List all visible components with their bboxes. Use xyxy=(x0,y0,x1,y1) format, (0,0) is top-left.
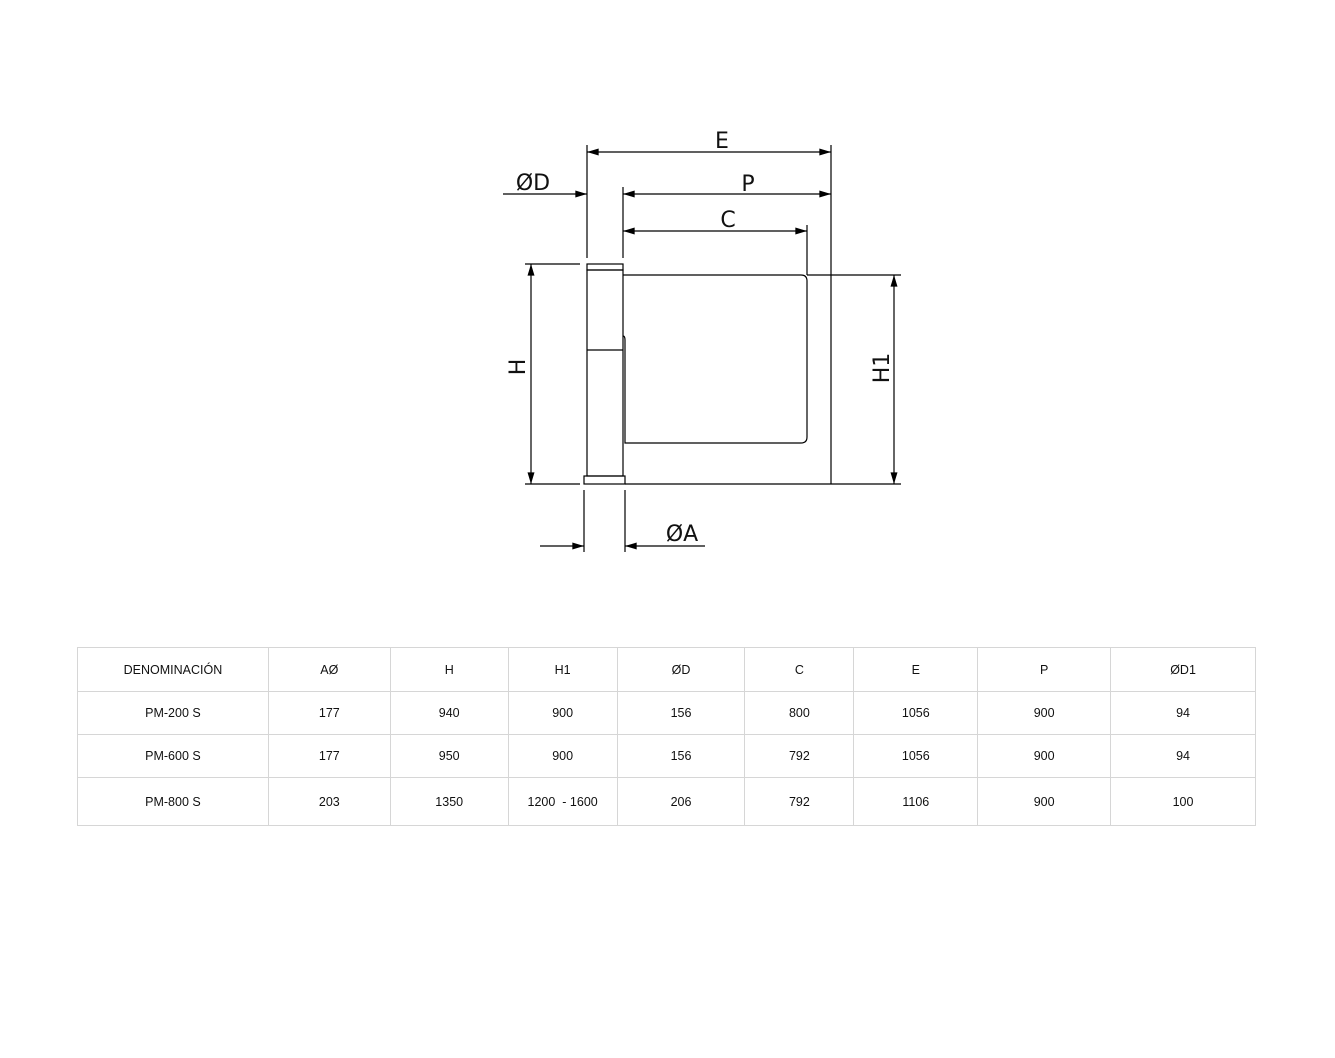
header-cell: C xyxy=(744,647,855,692)
cell: 206 xyxy=(616,777,746,826)
cell: 1056 xyxy=(853,734,979,778)
header-cell: H xyxy=(389,647,509,692)
cell: 900 xyxy=(507,691,618,735)
cell: 94 xyxy=(1110,734,1256,778)
cell: 940 xyxy=(389,691,509,735)
cell: 792 xyxy=(744,777,855,826)
cell: 950 xyxy=(389,734,509,778)
table-row: PM-200 S 177 940 900 156 800 1056 900 94 xyxy=(77,691,1256,735)
cell: 1200 - 1600 xyxy=(507,777,618,826)
post-body xyxy=(586,269,624,477)
technical-drawing: E ØD P C H H1 ØA xyxy=(503,129,901,552)
header-cell: AØ xyxy=(267,647,391,692)
post-base xyxy=(583,475,626,485)
dimensions-table: DENOMINACIÓN AØ H H1 ØD C E P ØD1 PM-200… xyxy=(77,647,1256,826)
cell: PM-200 S xyxy=(77,691,269,735)
table-row: PM-600 S 177 950 900 156 792 1056 900 94 xyxy=(77,734,1256,778)
cell: 177 xyxy=(267,734,391,778)
cell: 900 xyxy=(507,734,618,778)
cell: PM-800 S xyxy=(77,777,269,826)
cell: 177 xyxy=(267,691,391,735)
cell: 800 xyxy=(744,691,855,735)
post-cap xyxy=(586,263,624,271)
panel xyxy=(622,274,808,444)
cell: 1350 xyxy=(389,777,509,826)
label-h: H xyxy=(506,359,531,376)
label-h1: H1 xyxy=(870,353,895,384)
cell: 100 xyxy=(1110,777,1256,826)
label-p: P xyxy=(741,172,754,197)
cell: 94 xyxy=(1110,691,1256,735)
header-cell: E xyxy=(853,647,979,692)
header-cell: P xyxy=(977,647,1112,692)
cell: 900 xyxy=(977,734,1112,778)
cell: 156 xyxy=(616,734,746,778)
table-row: PM-800 S 203 1350 1200 - 1600 206 792 11… xyxy=(77,777,1256,826)
cell: PM-600 S xyxy=(77,734,269,778)
label-e: E xyxy=(715,129,729,154)
label-c: C xyxy=(720,208,735,233)
cell: 900 xyxy=(977,777,1112,826)
cell: 203 xyxy=(267,777,391,826)
cell: 1106 xyxy=(853,777,979,826)
label-d: ØD xyxy=(516,171,550,196)
cell: 1056 xyxy=(853,691,979,735)
label-a: ØA xyxy=(666,522,698,547)
header-cell: DENOMINACIÓN xyxy=(77,647,269,692)
header-cell: ØD xyxy=(616,647,746,692)
cell: 792 xyxy=(744,734,855,778)
header-cell: ØD1 xyxy=(1110,647,1256,692)
cell: 900 xyxy=(977,691,1112,735)
header-cell: H1 xyxy=(507,647,618,692)
cell: 156 xyxy=(616,691,746,735)
table-header-row: DENOMINACIÓN AØ H H1 ØD C E P ØD1 xyxy=(77,647,1256,692)
